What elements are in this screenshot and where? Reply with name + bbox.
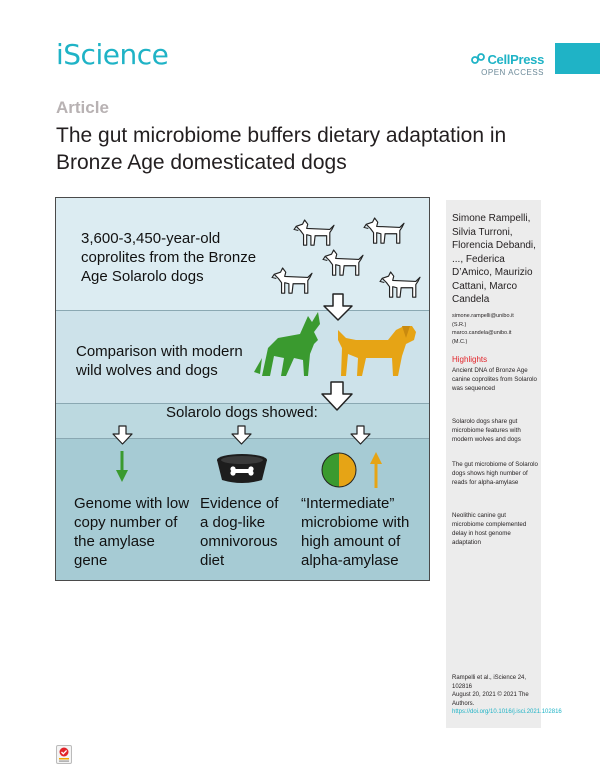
dog-outline-icon <box>363 217 405 244</box>
email-tag: (S.R.) <box>452 321 467 328</box>
bone-icon <box>230 466 254 476</box>
doi-link[interactable]: https://doi.org/10.1016/j.isci.2021.1028… <box>452 709 562 715</box>
author-list: Simone Rampelli, Silvia Turroni, Florenc… <box>452 213 536 305</box>
graphical-abstract-drawing <box>112 217 421 488</box>
dog-outline-icon <box>322 249 364 276</box>
dog-outline-icon <box>271 267 313 294</box>
down-arrow-icon <box>350 425 371 445</box>
header-accent-bar <box>555 43 600 74</box>
finding-microbiome-text: “Intermediate” microbiome with high amou… <box>301 495 410 569</box>
email-link[interactable]: simone.rampelli@unibo.it <box>452 313 514 319</box>
dog-outline-icon <box>293 219 335 246</box>
correspondence: simone.rampelli@unibo.it (S.R.) marco.ca… <box>452 312 540 346</box>
down-arrow-icon <box>323 293 353 321</box>
citation-block: Rampelli et al., iScience 24, 102816 Aug… <box>452 674 562 717</box>
highlight-item: Neolithic canine gut microbiome compleme… <box>452 512 527 546</box>
highlight-item: The gut microbiome of Solarolo dogs show… <box>452 461 538 486</box>
comparison-text: Comparison with modern wild wolves and d… <box>76 343 243 379</box>
citation-text: Rampelli et al., iScience 24, 102816 <box>452 675 527 690</box>
article-title: The gut microbiome buffers dietary adapt… <box>56 124 507 174</box>
journal-name: iScience <box>56 38 169 71</box>
orange-up-arrow-icon <box>370 452 382 488</box>
publisher-logo[interactable]: CellPress OPEN ACCESS <box>460 52 544 77</box>
highlights-heading: Highlights <box>452 355 488 364</box>
dog-icon <box>338 326 416 376</box>
finding-diet-text: Evidence of a dog-like omnivorous diet <box>200 495 279 569</box>
down-arrow-icon <box>112 425 133 445</box>
graphical-abstract: 3,600-3,450-year-old coprolites from the… <box>55 197 430 581</box>
down-arrow-icon <box>321 381 353 411</box>
open-access-label: OPEN ACCESS <box>481 68 544 77</box>
down-arrow-icon <box>231 425 252 445</box>
cellpress-logo-icon <box>471 53 486 64</box>
dog-bowl-icon <box>217 454 267 483</box>
email-link[interactable]: marco.candela@unibo.it <box>452 330 512 336</box>
green-down-arrow-icon <box>116 451 128 482</box>
article-type: Article <box>56 98 109 117</box>
highlight-item: Solarolo dogs share gut microbiome featu… <box>452 418 521 443</box>
coprolites-text: 3,600-3,450-year-old coprolites from the… <box>81 230 257 285</box>
showed-text: Solarolo dogs showed: <box>166 404 318 421</box>
sidebar-panel <box>446 200 541 728</box>
wolf-icon <box>254 312 320 376</box>
finding-genome-text: Genome with low copy number of the amyla… <box>74 495 190 569</box>
publisher-name: CellPress <box>487 52 544 67</box>
highlight-item: Ancient DNA of Bronze Age canine coproli… <box>452 367 537 392</box>
date-copyright: August 20, 2021 © 2021 The Authors. <box>452 692 529 707</box>
dog-outline-icon <box>379 271 421 298</box>
intermediate-circle-icon <box>321 452 357 488</box>
check-for-updates-icon[interactable] <box>56 745 72 764</box>
email-tag: (M.C.) <box>452 338 468 345</box>
